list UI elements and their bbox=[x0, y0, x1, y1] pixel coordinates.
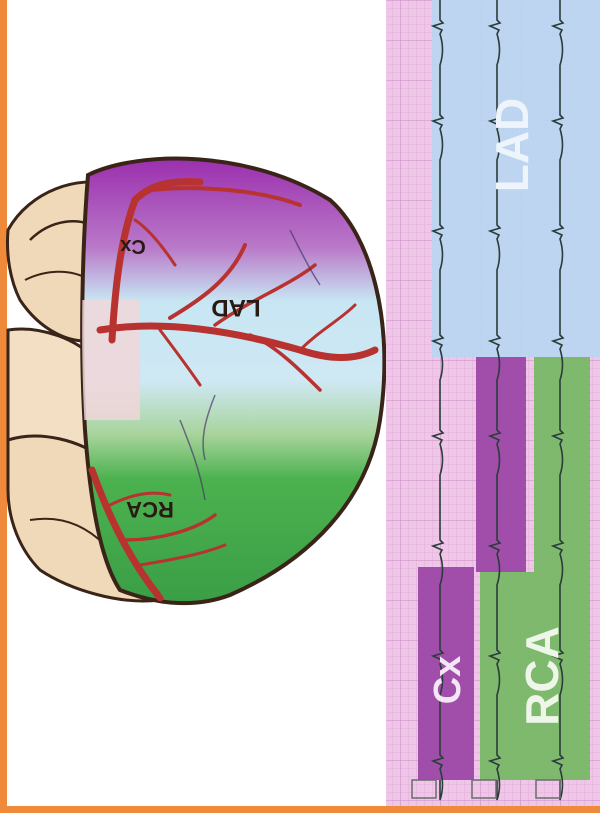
heart-label-lad: LAD bbox=[211, 294, 260, 321]
ecg-label-cx: Cx bbox=[427, 656, 469, 705]
ecg-label-rca: RCA bbox=[516, 626, 568, 726]
ecg-label-lad: LAD bbox=[486, 98, 538, 193]
heart-illustration: Cx LAD RCA bbox=[8, 159, 385, 604]
heart-label-cx: Cx bbox=[120, 235, 146, 257]
ecg-panel: LAD Cx RCA bbox=[386, 0, 600, 813]
frame-border bbox=[0, 0, 7, 813]
frame-border-bottom bbox=[0, 806, 600, 813]
ecg-region-cx-upper bbox=[476, 357, 526, 572]
heart-label-rca: RCA bbox=[126, 497, 174, 522]
